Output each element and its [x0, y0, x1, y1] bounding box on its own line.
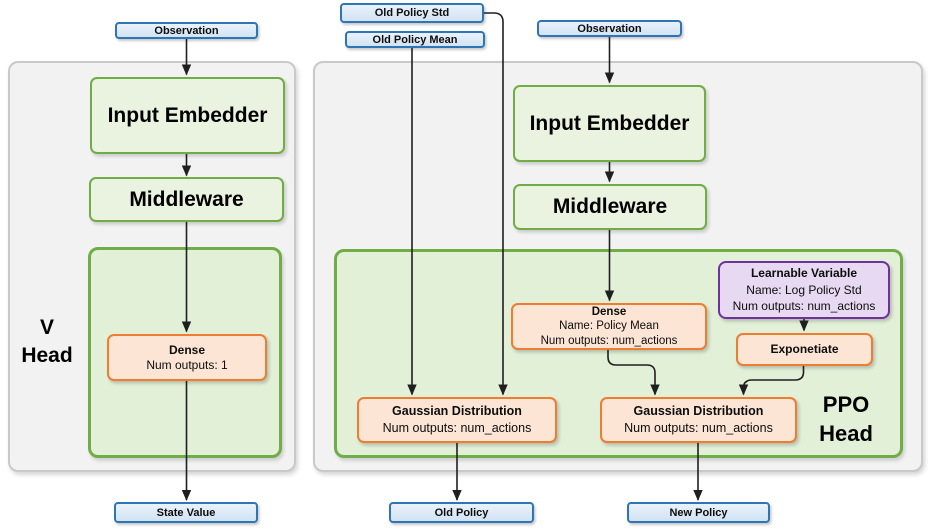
learnable-variable-title: Learnable Variable: [750, 266, 858, 281]
gaussian-distribution-new-node: Gaussian Distribution Num outputs: num_a…: [600, 397, 797, 443]
gaussian-new-title: Gaussian Distribution: [633, 404, 764, 418]
gaussian-old-outputs: Num outputs: num_actions: [382, 421, 532, 435]
v-head-label: V Head: [8, 314, 86, 370]
old-policy-mean-node: Old Policy Mean: [345, 31, 485, 48]
ppo-head-label-line2: Head: [819, 421, 873, 446]
input-embedder-node-ppo: Input Embedder: [513, 85, 706, 162]
dense-policy-mean-outputs: Num outputs: num_actions: [540, 334, 678, 347]
dense-policy-mean-node: Dense Name: Policy Mean Num outputs: num…: [511, 303, 707, 350]
ppo-head-label-line1: PPO: [822, 392, 870, 417]
learnable-variable-outputs: Num outputs: num_actions: [732, 299, 876, 314]
exponetiate-node: Exponetiate: [736, 333, 873, 366]
middleware-node-v: Middleware: [89, 177, 284, 222]
old-policy-std-node: Old Policy Std: [340, 3, 484, 23]
ppo-head-label: PPO Head: [799, 390, 893, 448]
gaussian-new-outputs: Num outputs: num_actions: [624, 421, 773, 435]
learnable-variable-name: Name: Log Policy Std: [746, 282, 862, 297]
dense-policy-mean-name: Name: Policy Mean: [559, 320, 659, 333]
v-head-label-line1: V: [39, 316, 54, 339]
learnable-variable-node: Learnable Variable Name: Log Policy Std …: [718, 261, 890, 319]
v-head-label-line2: Head: [21, 344, 73, 367]
old-policy-node: Old Policy: [389, 502, 534, 523]
state-value-node: State Value: [114, 502, 258, 523]
middleware-node-ppo: Middleware: [513, 184, 707, 230]
exponetiate-label: Exponetiate: [770, 342, 839, 356]
observation-node-v: Observation: [115, 22, 258, 39]
new-policy-node: New Policy: [627, 502, 770, 523]
input-embedder-node-v: Input Embedder: [90, 77, 285, 154]
dense-node-v: Dense Num outputs: 1: [107, 334, 267, 381]
dense-policy-mean-title: Dense: [591, 305, 627, 318]
gaussian-distribution-old-node: Gaussian Distribution Num outputs: num_a…: [357, 397, 557, 443]
gaussian-old-title: Gaussian Distribution: [392, 404, 522, 418]
dense-v-title: Dense: [168, 342, 206, 357]
dense-v-outputs: Num outputs: 1: [146, 357, 228, 372]
observation-node-ppo: Observation: [537, 20, 682, 37]
